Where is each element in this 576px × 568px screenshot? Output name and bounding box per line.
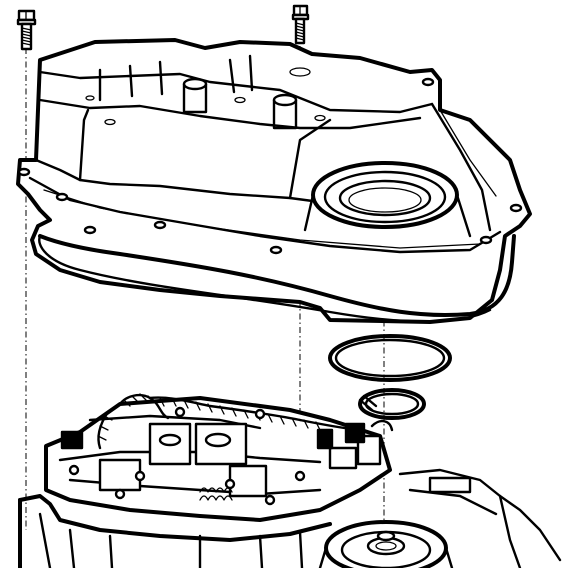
right-bolt-icon bbox=[291, 4, 310, 45]
gasket bbox=[38, 234, 516, 323]
left-bolt-icon bbox=[16, 9, 37, 51]
accumulator-springs bbox=[199, 487, 233, 501]
transmission-cover bbox=[16, 38, 532, 324]
o-ring-seal bbox=[328, 334, 452, 382]
valve-body-assembly bbox=[44, 393, 394, 522]
cover-bolt-holes bbox=[17, 77, 523, 255]
transmission-case bbox=[18, 468, 562, 568]
snap-ring-seal bbox=[358, 388, 426, 420]
seal-fastener bbox=[376, 530, 396, 542]
valve-body-bolts bbox=[68, 406, 306, 506]
